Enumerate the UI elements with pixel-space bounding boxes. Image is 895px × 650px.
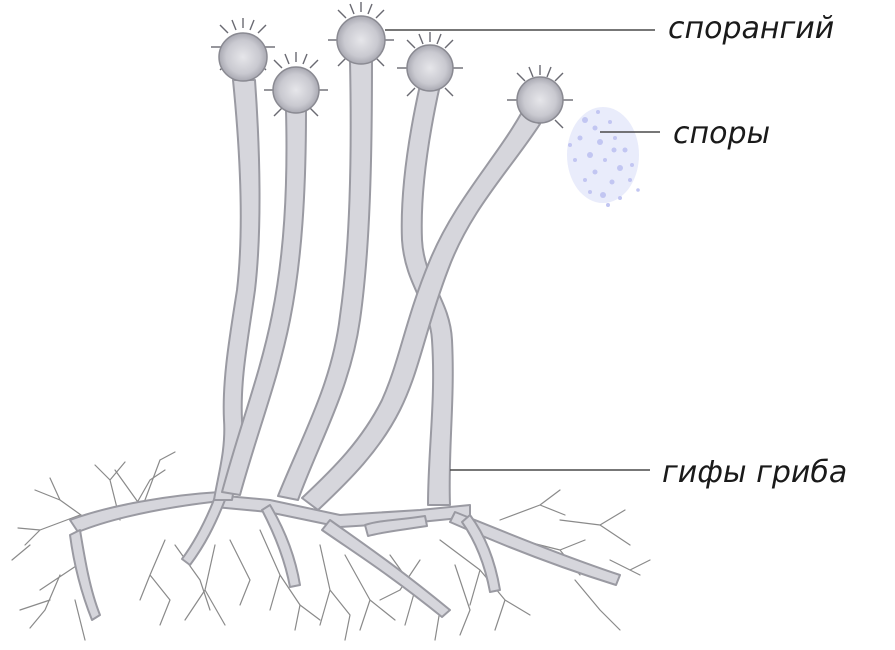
sporangium-1	[211, 18, 275, 81]
sporangium-3	[328, 2, 394, 66]
spore-cloud	[567, 107, 640, 207]
sporangium-4	[397, 32, 463, 96]
sporangium-2	[264, 52, 328, 116]
sporangium-5	[507, 65, 573, 128]
label-hyphae: гифы гриба	[662, 458, 847, 488]
label-sporangium: спорангий	[668, 14, 834, 44]
hyphae-stalks	[214, 60, 540, 510]
label-spores: споры	[673, 119, 770, 149]
sporangia	[211, 2, 573, 128]
